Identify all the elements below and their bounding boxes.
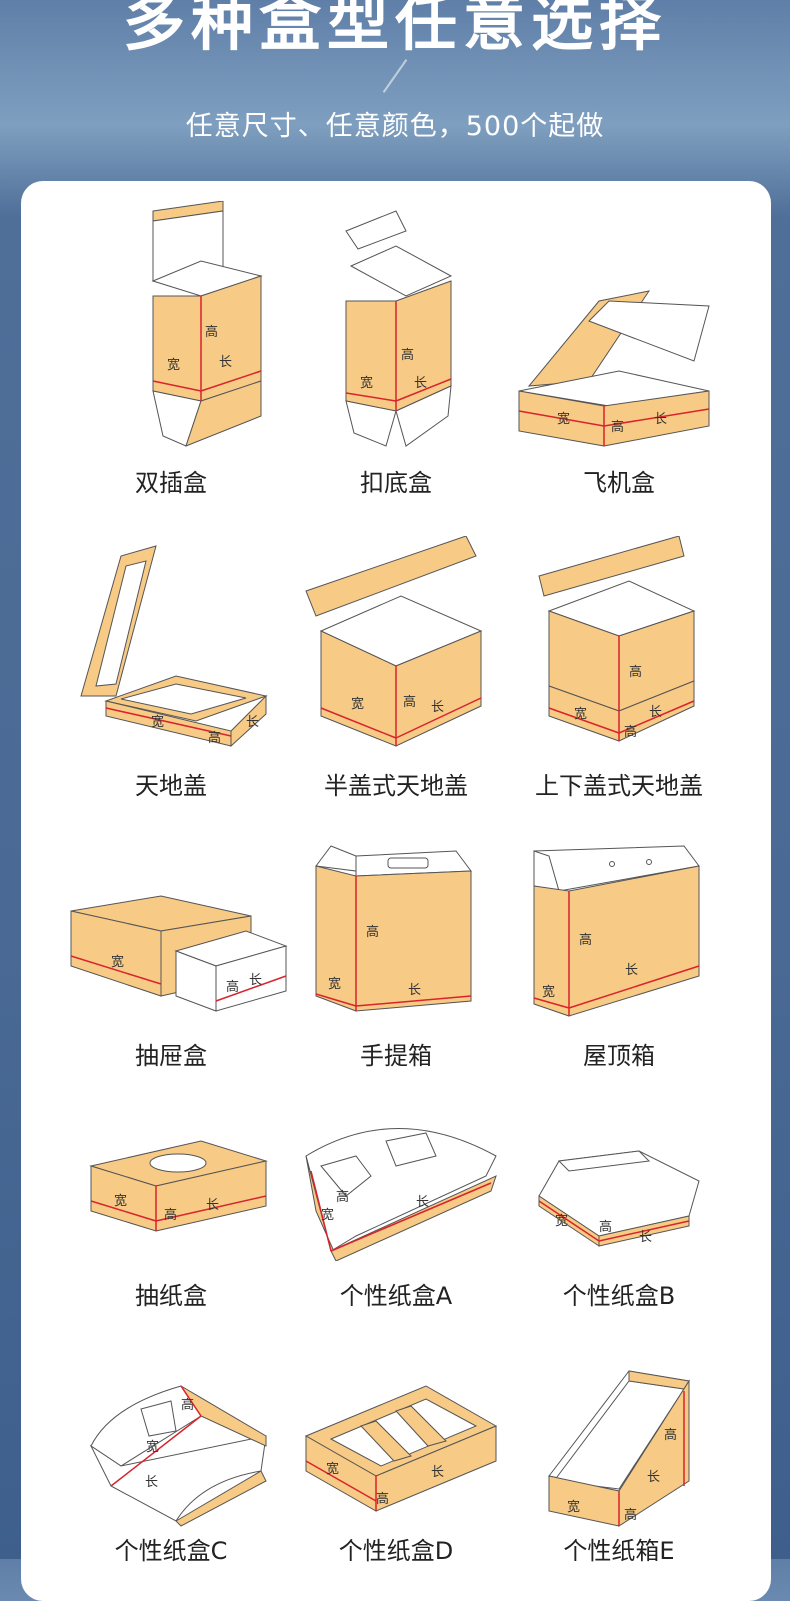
custom-box-c-illustration: 高 宽 长 <box>89 1385 267 1527</box>
width-mark: 宽 <box>328 976 341 992</box>
height-mark: 高 <box>401 347 414 363</box>
lock-bottom-box-illustration: 高 宽 长 <box>345 210 453 447</box>
width-mark: 宽 <box>567 1499 580 1515</box>
custom-box-e-illustration: 高 宽 长 高 <box>548 1370 690 1527</box>
custom-box-d-illustration: 宽 高 长 <box>304 1385 498 1512</box>
box-card-custom-d[interactable]: 宽 高 长 个性纸盒D <box>276 1361 516 1601</box>
box-card-roof-box[interactable]: 高 宽 长 屋顶箱 <box>499 836 739 1116</box>
box-card-custom-b[interactable]: 宽 高 长 个性纸盒B <box>499 1101 739 1341</box>
box-name-label: 半盖式天地盖 <box>324 772 468 800</box>
height-mark: 高 <box>599 1219 612 1235</box>
box-name-label: 个性纸盒D <box>338 1537 454 1565</box>
box-card-tissue-box[interactable]: 宽 高 长 抽纸盒 <box>51 1101 291 1341</box>
box-name-label: 个性纸盒C <box>114 1537 228 1565</box>
width-mark: 宽 <box>167 357 180 373</box>
width-mark: 宽 <box>360 375 373 391</box>
length-mark: 长 <box>408 983 421 998</box>
box-name-label: 屋顶箱 <box>583 1042 655 1070</box>
width-mark: 宽 <box>114 1193 127 1209</box>
box-card-custom-c[interactable]: 高 宽 长 个性纸盒C <box>51 1361 291 1601</box>
length-mark: 长 <box>431 1465 444 1480</box>
width-mark: 宽 <box>326 1461 339 1477</box>
box-name-label: 扣底盒 <box>360 469 432 497</box>
box-card-top-bottom-lid[interactable]: 高 宽 长 高 上下盖式天地盖 <box>499 536 739 836</box>
length-mark: 长 <box>639 1230 652 1245</box>
length-mark: 长 <box>145 1475 158 1490</box>
width-mark: 宽 <box>351 696 364 712</box>
double-tuck-box-illustration: 高 宽 长 <box>151 201 263 447</box>
tissue-box-illustration: 宽 高 长 <box>89 1140 268 1232</box>
length-mark: 长 <box>649 705 662 720</box>
height-mark: 高 <box>181 1397 194 1413</box>
box-card-double-tuck[interactable]: 高 宽 长 双插盒 <box>51 201 291 501</box>
box-card-half-lid[interactable]: 宽 高 长 半盖式天地盖 <box>276 536 516 836</box>
box-card-mailer[interactable]: 宽 高 长 飞机盒 <box>499 201 739 501</box>
length-mark: 长 <box>625 963 638 978</box>
height-mark: 高 <box>208 730 221 746</box>
height-mark: 高 <box>366 924 379 940</box>
length-mark: 长 <box>416 1195 429 1210</box>
box-name-label: 个性纸箱E <box>563 1537 675 1565</box>
box-card-lock-bottom[interactable]: 高 宽 长 扣底盒 <box>276 201 516 501</box>
box-name-label: 抽纸盒 <box>135 1282 207 1310</box>
top-bottom-lid-box-illustration: 高 宽 长 高 <box>538 536 696 742</box>
height-mark: 高 <box>579 932 592 948</box>
box-card-handle-box[interactable]: 高 宽 长 手提箱 <box>276 836 516 1116</box>
box-name-label: 个性纸盒A <box>339 1282 453 1310</box>
width-mark: 宽 <box>151 714 164 730</box>
length-mark: 长 <box>654 412 667 427</box>
width-mark: 宽 <box>542 984 555 1000</box>
height-mark: 高 <box>376 1491 389 1507</box>
box-name-label: 双插盒 <box>135 469 207 497</box>
length-mark: 长 <box>249 973 262 988</box>
mailer-box-illustration: 宽 高 长 <box>518 290 710 447</box>
roof-box-illustration: 高 宽 长 <box>533 845 700 1017</box>
height-mark: 高 <box>164 1207 177 1223</box>
box-name-label: 上下盖式天地盖 <box>535 772 703 800</box>
length-mark: 长 <box>647 1470 660 1485</box>
height-mark: 高 <box>611 419 624 435</box>
width-mark: 宽 <box>146 1439 159 1455</box>
box-name-label: 飞机盒 <box>583 469 655 497</box>
drawer-box-illustration: 宽 高 长 <box>70 895 288 1012</box>
box-name-label: 个性纸盒B <box>562 1282 676 1310</box>
width-mark: 宽 <box>574 706 587 722</box>
box-card-custom-a[interactable]: 高 宽 长 个性纸盒A <box>276 1101 516 1341</box>
width-mark: 宽 <box>111 954 124 970</box>
height-mark: 高 <box>226 979 239 995</box>
height-mark: 高 <box>664 1427 677 1443</box>
box-card-drawer[interactable]: 宽 高 长 抽屉盒 <box>51 836 291 1116</box>
height-mark: 高 <box>205 324 218 340</box>
length-mark: 长 <box>246 715 259 730</box>
width-mark: 宽 <box>555 1213 568 1229</box>
height-mark: 高 <box>629 664 642 680</box>
height-mark: 高 <box>336 1189 349 1205</box>
height-mark: 高 <box>624 1507 637 1523</box>
handle-box-illustration: 高 宽 长 <box>315 845 472 1012</box>
length-mark: 长 <box>206 1198 219 1213</box>
box-name-label: 抽屉盒 <box>135 1042 207 1070</box>
length-mark: 长 <box>431 700 444 715</box>
custom-box-b-illustration: 宽 高 长 <box>538 1150 700 1247</box>
banner-title: 多种盒型任意选择 <box>122 0 667 59</box>
box-name-label: 手提箱 <box>360 1042 432 1070</box>
width-mark: 宽 <box>321 1207 334 1223</box>
length-mark: 长 <box>414 376 427 391</box>
banner-subtitle: 任意尺寸、任意颜色，500个起做 <box>185 111 605 142</box>
custom-box-a-illustration: 高 宽 长 <box>305 1128 497 1261</box>
height-mark: 高 <box>624 724 637 740</box>
half-lid-box-illustration: 宽 高 长 <box>305 536 483 747</box>
box-types-panel: 高 宽 长 双插盒 高 宽 长 扣底盒 <box>21 181 771 1601</box>
divider-slash <box>382 59 408 93</box>
width-mark: 宽 <box>557 411 570 427</box>
lid-base-box-illustration: 宽 高 长 <box>80 545 268 748</box>
height-mark: 高 <box>403 694 416 710</box>
box-card-custom-e[interactable]: 高 宽 长 高 个性纸箱E <box>499 1361 739 1601</box>
length-mark: 长 <box>219 355 232 370</box>
box-name-label: 天地盖 <box>135 772 207 800</box>
box-card-lid-base[interactable]: 宽 高 长 天地盖 <box>51 536 291 836</box>
